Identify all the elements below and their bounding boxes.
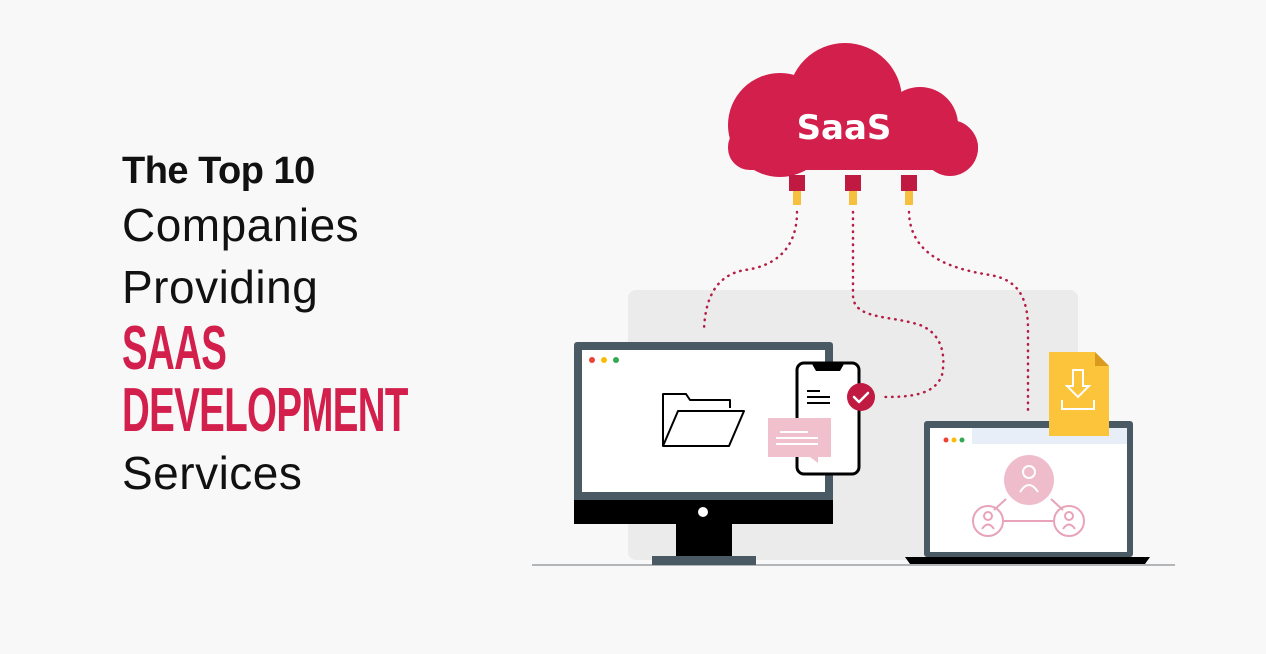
download-file-icon — [1049, 352, 1109, 436]
headline-line-2: Companies — [122, 199, 360, 251]
headline-line-3: Providing — [122, 261, 319, 313]
headline: The Top 10 Companies Providing SAAS DEVE… — [122, 148, 583, 504]
headline-line-4: Services — [122, 447, 303, 499]
check-badge-icon — [847, 383, 875, 411]
user-network-icon — [972, 455, 1085, 537]
cloud-icon — [728, 43, 978, 177]
headline-line-1: The Top 10 — [122, 150, 315, 192]
folder-icon — [662, 393, 745, 447]
dotted-connection-lines — [702, 210, 1030, 412]
chat-bubble-icon — [768, 418, 831, 463]
cloud-label: SaaS — [796, 108, 892, 148]
headline-highlight-saas: SAAS — [122, 314, 227, 383]
headline-highlight-development: DEVELOPMENT — [122, 376, 408, 445]
connector-plugs — [789, 175, 917, 205]
